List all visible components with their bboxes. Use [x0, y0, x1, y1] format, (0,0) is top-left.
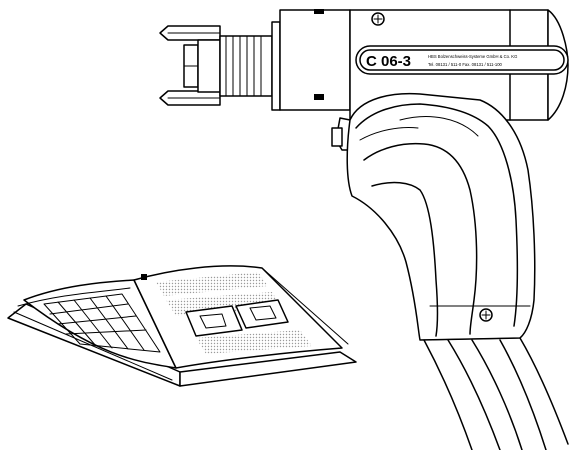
screw-handle — [479, 308, 493, 322]
open-manual — [7, 265, 357, 387]
page-tab-mark — [141, 274, 147, 280]
cable-bundle — [423, 337, 569, 450]
nameplate: C 06-3 HBS Bolzenschweiss-Systeme GmbH &… — [355, 45, 569, 75]
screw-top — [371, 12, 385, 26]
right-page-figure — [185, 299, 289, 337]
left-page-table — [43, 293, 161, 353]
welding-gun: C 06-3 HBS Bolzenschweiss-Systeme GmbH &… — [159, 9, 569, 450]
handle — [346, 92, 536, 341]
nameplate-model: C 06-3 — [366, 53, 411, 70]
nameplate-maker: HBS Bolzenschweiss-Systeme GmbH & Co. KG — [428, 54, 517, 59]
nameplate-contact: Tel. 08131 / 511-0 Fax. 08131 / 511-100 — [428, 62, 503, 67]
front-block — [279, 9, 351, 111]
stud-chuck — [183, 21, 281, 111]
chuck-legs — [159, 25, 221, 106]
